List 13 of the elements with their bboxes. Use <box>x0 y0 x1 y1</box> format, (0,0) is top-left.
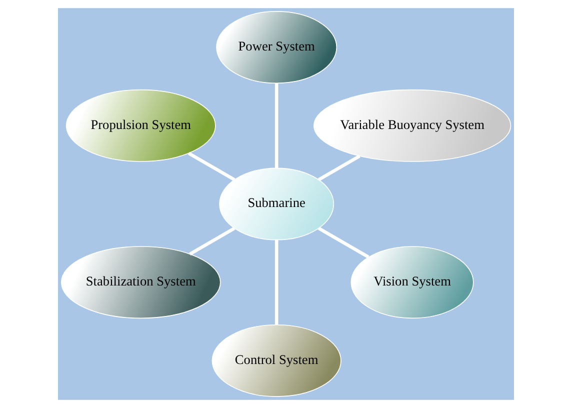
node-ellipse: Vision System <box>350 246 474 319</box>
connector <box>274 83 278 168</box>
node-ellipse: Variable Buoyancy System <box>313 89 512 162</box>
connector <box>188 152 236 182</box>
node-ellipse: Power System <box>216 11 338 84</box>
node-ellipse: Control System <box>212 324 342 397</box>
node-ellipse: Stabilization System <box>60 246 221 319</box>
connector <box>318 226 370 258</box>
connector <box>189 226 236 256</box>
connector <box>318 154 360 182</box>
node-ellipse: Propulsion System <box>66 89 216 162</box>
node-ellipse: Submarine <box>219 168 334 240</box>
connector <box>274 240 278 325</box>
